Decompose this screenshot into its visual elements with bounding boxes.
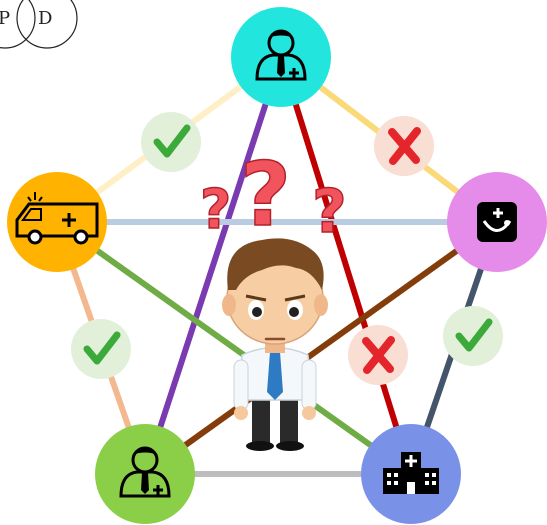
hospital-icon bbox=[383, 452, 439, 494]
edge-status-badges bbox=[71, 112, 503, 385]
edge-pharmacy-doctor-bottom bbox=[143, 219, 499, 477]
ambulance-icon bbox=[15, 192, 99, 245]
check-icon bbox=[443, 306, 503, 366]
edge-doctor-top-doctor-bottom bbox=[142, 56, 284, 475]
doctor-icon bbox=[255, 29, 307, 81]
medicine-box-icon bbox=[477, 202, 517, 242]
nodes bbox=[7, 7, 547, 524]
check-icon bbox=[141, 112, 201, 172]
cross-icon bbox=[374, 116, 434, 176]
question-mark-icon: ? bbox=[200, 178, 231, 241]
node-doctor-top bbox=[231, 7, 331, 107]
check-icon bbox=[71, 319, 131, 379]
node-pharmacy bbox=[447, 172, 547, 272]
corner-venn: P D bbox=[0, 0, 78, 49]
node-hospital bbox=[361, 424, 461, 524]
venn-right-letter: D bbox=[38, 8, 52, 29]
question-mark-icon: ? bbox=[240, 143, 291, 246]
venn-left-letter: P bbox=[0, 8, 10, 29]
question-marks: ? ? ? bbox=[199, 142, 347, 248]
doctor-icon bbox=[119, 446, 171, 498]
confused-man-figure: ? ? ? bbox=[199, 142, 348, 451]
cross-icon bbox=[348, 325, 408, 385]
edge-doctor-top-hospital bbox=[278, 56, 414, 475]
edge-ambulance-hospital bbox=[55, 219, 413, 477]
node-doctor-bottom bbox=[95, 424, 195, 524]
node-ambulance bbox=[7, 172, 107, 272]
question-mark-icon: ? bbox=[312, 177, 347, 247]
